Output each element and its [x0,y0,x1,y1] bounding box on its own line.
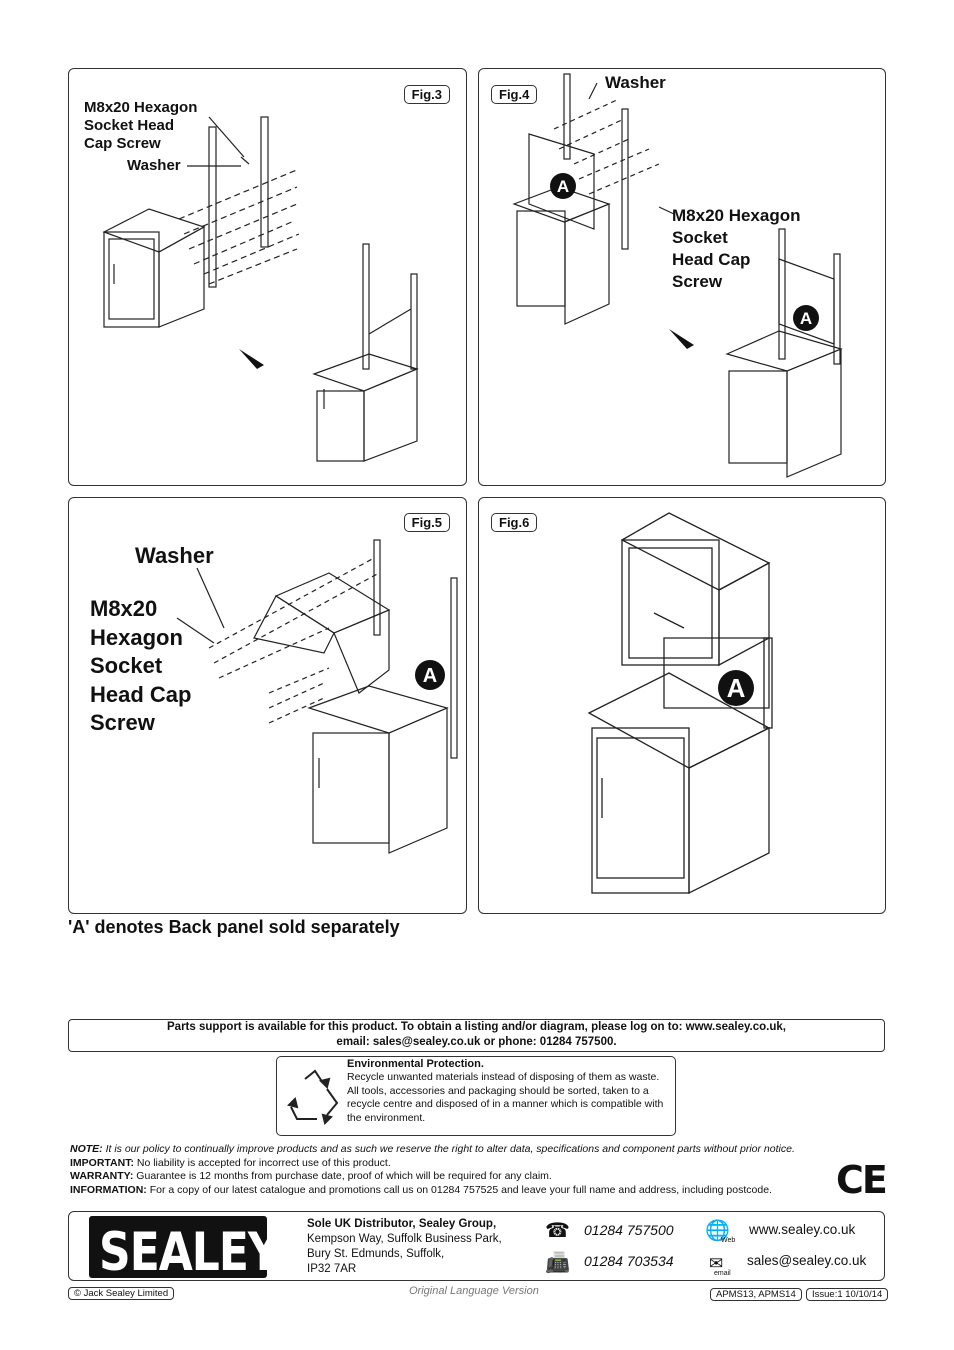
fig3-screw-label: M8x20 Hexagon Socket Head Cap Screw [84,99,198,152]
email-icon-label: email [714,1270,731,1277]
copyright-tag: © Jack Sealey Limited [68,1287,175,1300]
fig5-screw-label: M8x20 Hexagon Socket Head Cap Screw [90,596,192,735]
email-icon: ✉ [709,1254,724,1273]
figure-5-panel: Fig.5 Washer M8x20 Hexagon Socket Head C… [68,497,467,914]
phone-icon: ☎ [545,1220,570,1242]
figure-6-panel: Fig.6 A [478,497,886,914]
note-label: NOTE: [70,1143,103,1155]
environmental-title: Environmental Protection. [347,1058,484,1070]
parts-support-line1: Parts support is available for this prod… [167,1021,786,1033]
sealey-logo: SEALEY [89,1216,280,1283]
distributor-title: Sole UK Distributor, Sealey Group, [307,1218,497,1230]
information-label: INFORMATION: [70,1183,147,1196]
fig6-marker-a: A [727,673,746,703]
warranty-label: WARRANTY: [70,1170,134,1182]
parts-support-box: Parts support is available for this prod… [68,1019,885,1052]
fig4-washer-label: Washer [605,73,666,92]
fig6-cabinet-drawing: A [587,512,773,895]
fig5-marker-a: A [423,665,437,687]
address-line3: IP32 7AR [307,1263,357,1275]
back-panel-note: 'A' denotes Back panel sold separately [68,917,400,937]
footer-box: SEALEY Sole UK Distributor, Sealey Group… [68,1211,885,1283]
web-icon-label: Web [721,1237,736,1244]
address-line2: Bury St. Edmunds, Suffolk, [307,1248,445,1260]
information-text: For a copy of our latest catalogue and p… [146,1183,772,1196]
legal-notes: NOTE: It is our policy to continually im… [70,1143,870,1197]
fig4-marker-a: A [557,177,569,196]
fax-icon: 📠 [545,1252,570,1274]
ce-mark: CE [836,1158,888,1202]
fig3-cabinet-drawing [102,116,419,462]
sealey-logo-text: SEALEY [99,1222,280,1284]
issue-tag: Issue:1 10/10/14 [806,1288,889,1301]
fig4-tag: Fig.4 [491,85,538,104]
environmental-text: Recycle unwanted materials instead of di… [347,1071,664,1124]
model-codes-tag: APMS13, APMS14 [710,1288,802,1301]
fig4-cabinet-drawing: A A [512,73,843,478]
figure-3-panel: Fig.3 M8x20 Hexagon Socket Head Cap Scre… [68,68,467,486]
recycle-icon [287,1069,339,1125]
fig5-cabinet-drawing: A [176,539,458,854]
fig6-tag: Fig.6 [491,513,538,532]
address-line1: Kempson Way, Suffolk Business Park, [307,1233,502,1245]
fig3-washer-label: Washer [127,157,181,174]
important-text: No liability is accepted for incorrect u… [133,1156,391,1169]
warranty-text: Guarantee is 12 months from purchase dat… [133,1170,552,1182]
distributor-address: Sole UK Distributor, Sealey Group, Kemps… [307,1217,502,1277]
fig3-tag: Fig.3 [403,85,450,104]
fig4-marker-a-2: A [800,309,812,328]
fig5-washer-label: Washer [135,543,214,568]
phone-number: 01284 757500 [584,1222,674,1238]
note-text: It is our policy to continually improve … [102,1143,795,1155]
web-icon: 🌐 [705,1220,730,1242]
website-link[interactable]: www.sealey.co.uk [749,1222,856,1237]
environmental-protection-box: Environmental Protection. Recycle unwant… [276,1056,676,1136]
fig4-screw-label: M8x20 Hexagon Socket Head Cap Screw [672,206,801,291]
fax-number: 01284 703534 [584,1253,674,1269]
fig5-tag: Fig.5 [403,513,450,532]
parts-support-line2: email: sales@sealey.co.uk or phone: 0128… [336,1036,617,1048]
figure-4-panel: Fig.4 Washer M8x20 Hexagon Socket Head C… [478,68,886,486]
email-link[interactable]: sales@sealey.co.uk [747,1253,867,1268]
important-label: IMPORTANT: [70,1156,134,1169]
original-language-note: Original Language Version [409,1285,539,1297]
